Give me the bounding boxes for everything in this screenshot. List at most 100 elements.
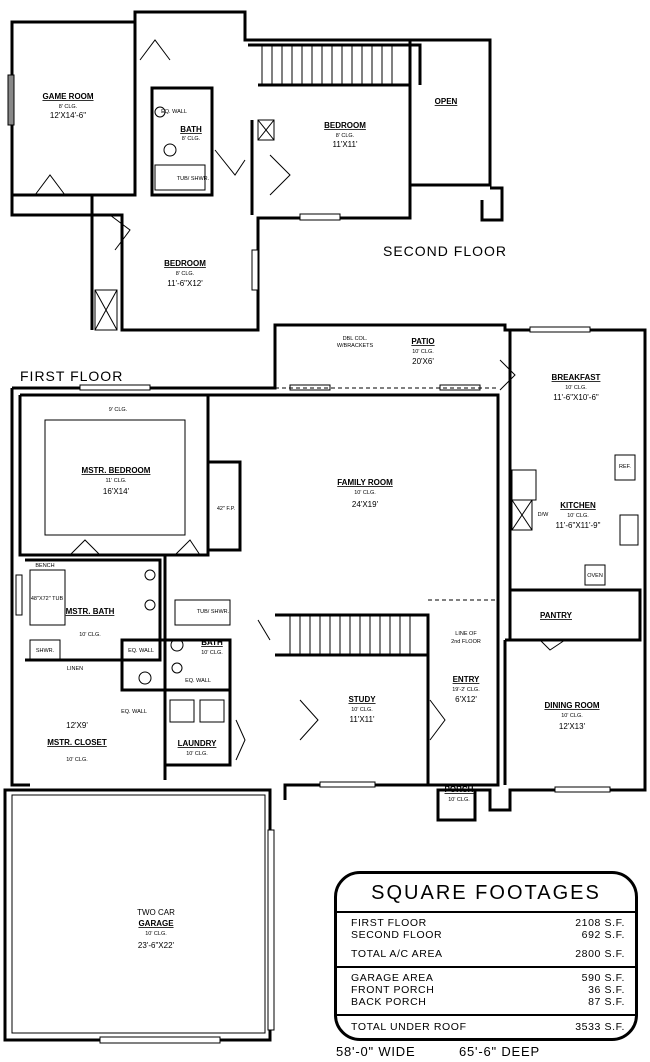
- bedroom2b-ceiling: 8' CLG.: [176, 271, 195, 277]
- note-linen: LINEN: [67, 666, 83, 672]
- porch-name: PORCH: [445, 785, 474, 794]
- study-name: STUDY: [348, 695, 376, 704]
- breakfast-ceiling: 10' CLG.: [565, 385, 587, 391]
- mstr-closet-size: 12'X9': [66, 721, 88, 730]
- pantry-name: PANTRY: [540, 611, 573, 620]
- laundry-ceiling: 10' CLG.: [186, 751, 208, 757]
- square-footages-title: SQUARE FOOTAGES: [371, 882, 601, 904]
- dryer: [199, 699, 225, 723]
- note-eq-wall-d: EQ. WALL: [161, 109, 187, 115]
- door-swings-2: [34, 39, 291, 251]
- bath1-ceiling: 10' CLG.: [201, 650, 223, 656]
- window-game: [7, 74, 15, 126]
- toilet-1: [170, 638, 184, 652]
- sink-master-a: [144, 569, 156, 581]
- bath2-wall: [150, 86, 214, 197]
- note-dbl-col: DBL COL.: [343, 336, 368, 342]
- cooktop: [619, 514, 639, 546]
- garage-line1: TWO CAR: [137, 908, 175, 917]
- note-shwr: SHWR.: [36, 648, 55, 654]
- bedroom2b-name: BEDROOM: [164, 259, 206, 268]
- first-floor-outer-wall: [12, 323, 647, 822]
- note-eq-wall-b: EQ. WALL: [185, 678, 211, 684]
- width-dimension: 58'-0" WIDE: [336, 1044, 416, 1059]
- mstr-bath-name: MSTR. BATH: [66, 607, 115, 616]
- laundry-name: LAUNDRY: [178, 739, 217, 748]
- shower-master: [29, 639, 61, 661]
- table-rule: [337, 966, 635, 968]
- note-bench: BENCH: [35, 563, 54, 569]
- bath1-wall: [120, 638, 232, 692]
- garage-name: GARAGE: [138, 919, 174, 928]
- patio-name: PATIO: [411, 337, 434, 346]
- note-w-brackets: W/BRACKETS: [337, 343, 374, 349]
- window-bed2a: [299, 213, 341, 221]
- family-room-ceiling: 10' CLG.: [354, 490, 376, 496]
- mstr-closet-ceiling: 10' CLG.: [66, 757, 88, 763]
- refrigerator: [614, 454, 636, 481]
- family-room-name: FAMILY ROOM: [337, 478, 393, 487]
- toilet-master: [138, 671, 152, 685]
- note-eq-wall-a: EQ. WALL: [128, 648, 154, 654]
- first-floor-left-wall: [10, 388, 30, 787]
- dining-room-name: DINING ROOM: [544, 701, 599, 710]
- bedroom2a-ceiling: 8' CLG.: [336, 133, 355, 139]
- breakfast-size: 11'-6"X10'-6": [553, 393, 599, 402]
- note-floor2: 2nd FLOOR: [451, 639, 481, 645]
- window-study: [319, 781, 376, 788]
- sink-2: [154, 106, 166, 118]
- note-dw: D/W: [538, 512, 550, 518]
- master-bath-wall: [25, 558, 162, 662]
- bath1-name: BATH: [201, 638, 223, 647]
- tub-2: [154, 164, 206, 191]
- open-name: OPEN: [435, 97, 458, 106]
- game-room-size: 12'X14'-6": [50, 111, 86, 120]
- stair-treads-1: [289, 615, 411, 655]
- note-fp: 42" F.P.: [217, 506, 236, 512]
- bath2-ceiling: 8' CLG.: [182, 136, 201, 142]
- family-room-size: 24'X19': [352, 500, 379, 509]
- first-floor-label: FIRST FLOOR: [20, 368, 123, 384]
- tub-bath1: [174, 599, 231, 626]
- kitchen-size: 11'-6"X11'-9": [556, 521, 601, 530]
- bath2-name: BATH: [180, 125, 202, 134]
- window-dining: [554, 786, 611, 793]
- note-oven: OVEN: [587, 573, 603, 579]
- note-nine-clg: 9' CLG.: [109, 407, 128, 413]
- mstr-bedroom-ceiling: 11' CLG.: [105, 478, 127, 484]
- note-eq-wall-c: EQ. WALL: [121, 709, 147, 715]
- oven: [584, 564, 606, 586]
- stair-wall-1: [275, 613, 430, 655]
- entry-name: ENTRY: [453, 675, 480, 684]
- bedroom2a-name: BEDROOM: [324, 121, 366, 130]
- garage-size: 23'-6"X22': [138, 941, 175, 950]
- door-swings-1: [69, 359, 566, 761]
- study-size: 11'X11': [350, 715, 375, 724]
- bedroom2a-size: 11'X11': [333, 140, 358, 149]
- window-bed2b: [251, 249, 259, 291]
- garage-door-bottom: [99, 1036, 221, 1044]
- second-floor-open-notch: [480, 186, 504, 222]
- dining-room-size: 12'X13': [559, 722, 586, 731]
- stair-wall-2: [248, 43, 422, 85]
- toilet-2: [163, 143, 177, 157]
- fireplace: [208, 460, 242, 552]
- garage-inner: [11, 794, 266, 1034]
- first-floor-interior-main: [20, 393, 500, 800]
- sink-bath1: [171, 662, 183, 674]
- washer: [169, 699, 195, 723]
- patio-ceiling: 10' CLG.: [412, 349, 434, 355]
- second-floor-label: SECOND FLOOR: [383, 243, 507, 259]
- tub-master: [29, 569, 66, 626]
- family-room-wall: [165, 395, 210, 557]
- porch-ceiling: 10' CLG.: [448, 797, 470, 803]
- kitchen-wall: [505, 330, 642, 642]
